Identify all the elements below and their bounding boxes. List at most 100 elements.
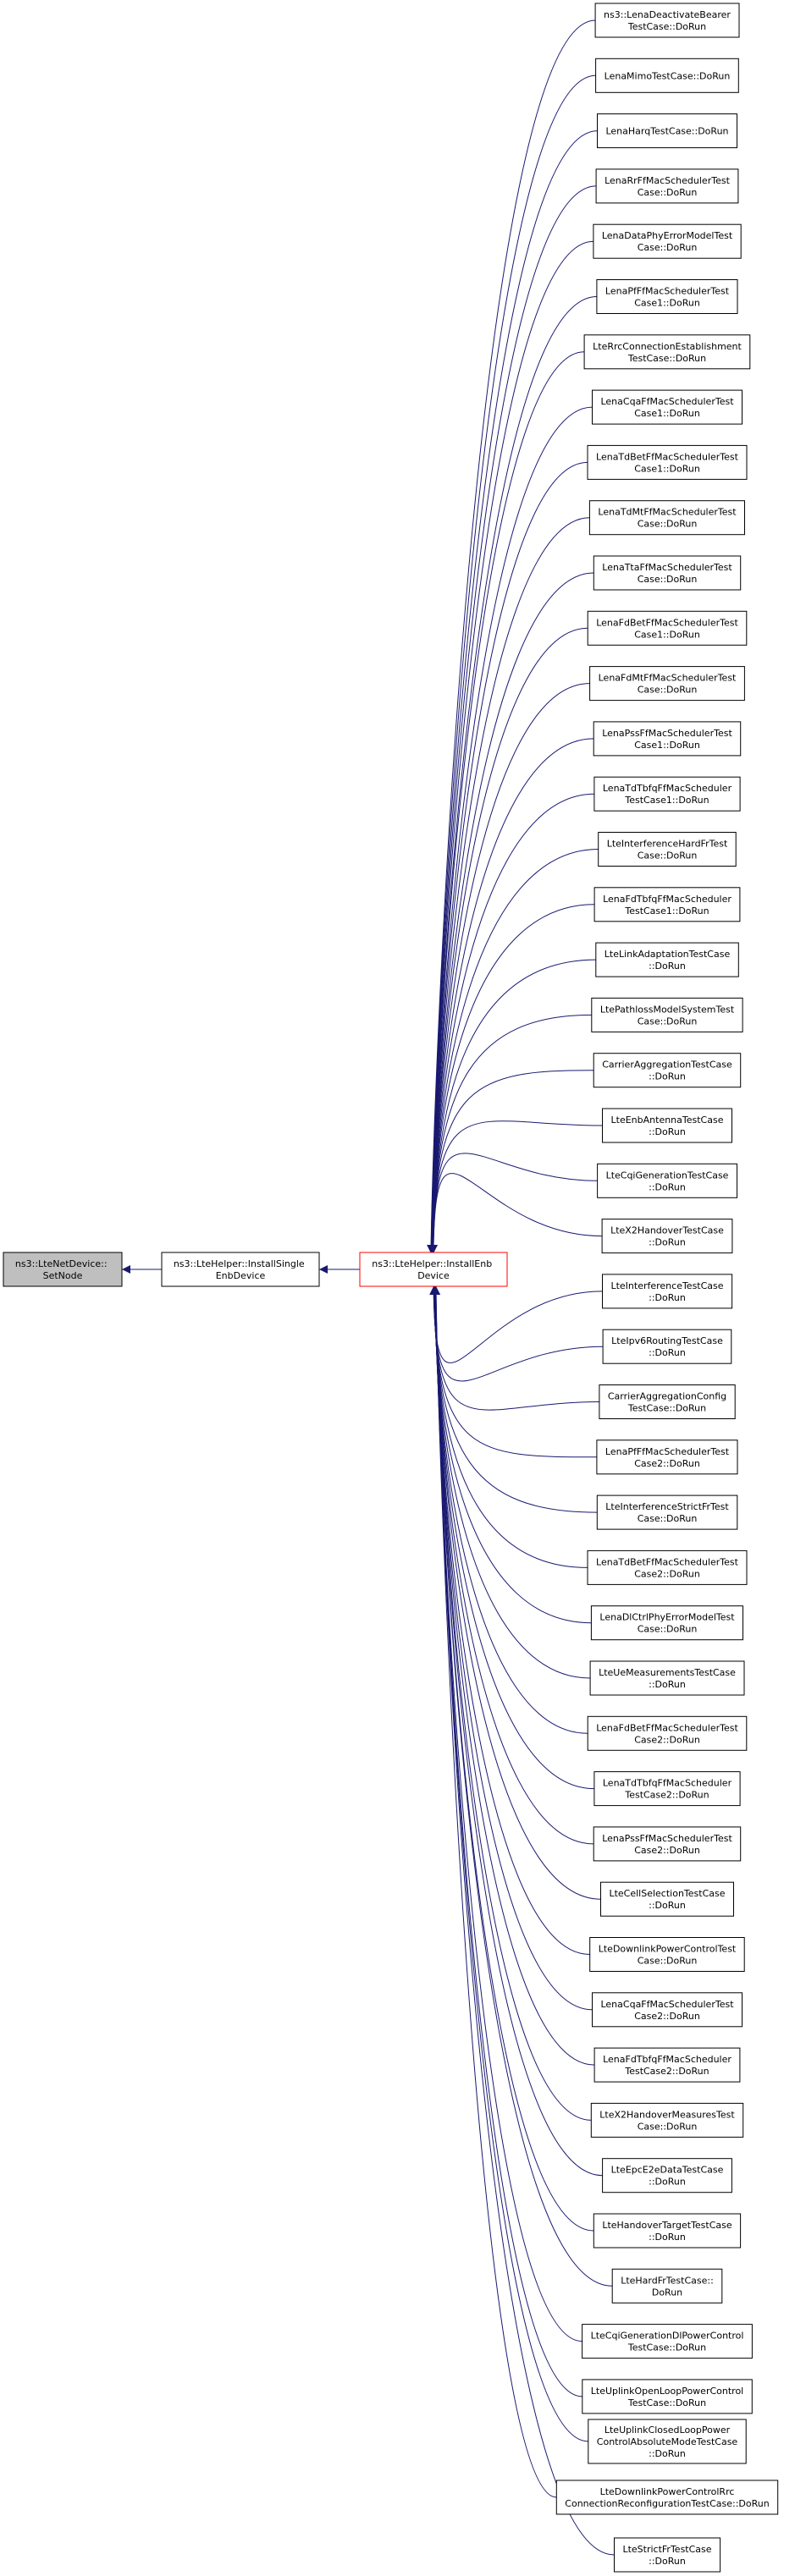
call-edge (429, 1285, 603, 1363)
caller-node-label-line: LenaFdBetFfMacSchedulerTest (596, 1722, 738, 1733)
caller-node-box (597, 113, 737, 149)
caller-node[interactable]: LteEnbAntennaTestCase::DoRun (602, 1108, 732, 1143)
caller-node[interactable]: LteIpv6RoutingTestCase::DoRun (602, 1329, 732, 1364)
caller-node-label-line: LteIpv6RoutingTestCase (611, 1335, 723, 1346)
caller-node[interactable]: LenaHarqTestCase::DoRun (597, 113, 737, 149)
caller-node-label-line: LteInterferenceHardFrTest (607, 839, 728, 850)
caller-node-label-line: Case::DoRun (638, 1624, 698, 1635)
caller-node-box (596, 279, 738, 314)
caller-node-box (595, 58, 739, 93)
caller-node-box (591, 997, 743, 1032)
caller-node-label-line: LteX2HandoverMeasuresTest (599, 2109, 735, 2120)
caller-node-label-line: LteRrcConnectionEstablishment (593, 341, 742, 352)
call-edge (429, 1285, 592, 1624)
call-edge (428, 406, 593, 1254)
caller-node-label-line: LenaFdBetFfMacSchedulerTest (596, 617, 738, 628)
caller-node-label-line: LenaFdTbfqFfMacScheduler (603, 2054, 732, 2065)
caller-node-label-line: LteCellSelectionTestCase (609, 1888, 725, 1899)
caller-node-label-line: TestCase::DoRun (627, 21, 706, 32)
caller-node-label-line: Case::DoRun (638, 2121, 698, 2132)
caller-node-label-line: ::DoRun (649, 1071, 686, 1082)
caller-node-label: LteInterferenceTestCase::DoRun (610, 1280, 723, 1303)
caller-node-label-line: Case::DoRun (638, 685, 698, 696)
install-single-enb-device-node[interactable]: ns3::LteHelper::InstallSingle EnbDevice (161, 1252, 320, 1287)
caller-node-label-line: LenaCqaFfMacSchedulerTest (600, 1999, 734, 2010)
caller-node[interactable]: LteEpcE2eDataTestCase::DoRun (602, 2158, 732, 2193)
caller-node-box (587, 610, 748, 646)
caller-node[interactable]: LteInterferenceTestCase::DoRun (602, 1274, 733, 1309)
focus-node-box (3, 1252, 123, 1287)
caller-node-label-line: LenaPssFfMacSchedulerTest (602, 728, 732, 739)
caller-node-label-line: ::DoRun (649, 960, 686, 972)
call-edge (428, 517, 590, 1254)
install-enb-label-line: Device (417, 1270, 450, 1281)
caller-node-label-line: ::DoRun (649, 2448, 686, 2459)
caller-node-box (593, 721, 742, 757)
caller-node[interactable]: LteLinkAdaptationTestCase::DoRun (595, 942, 739, 977)
caller-node-label: CarrierAggregationTestCase::DoRun (602, 1060, 732, 1082)
caller-node-box (602, 2158, 732, 2193)
caller-node-label-line: LteInterferenceStrictFrTest (605, 1501, 729, 1512)
caller-node-label-line: ConnectionReconfigurationTestCase::DoRun (565, 2498, 769, 2509)
caller-node-box (599, 1384, 736, 1419)
focus-node[interactable]: ns3::LteNetDevice:: SetNode (3, 1252, 123, 1287)
caller-node[interactable]: LteX2HandoverTestCase::DoRun (601, 1219, 733, 1254)
caller-node-label-line: Case2::DoRun (634, 1568, 700, 1579)
caller-node[interactable]: LteStrictFrTestCase::DoRun (614, 2537, 721, 2573)
caller-node-label-line: LteInterferenceTestCase (610, 1280, 723, 1291)
caller-node[interactable]: LteCellSelectionTestCase::DoRun (600, 1881, 734, 1917)
caller-node[interactable]: LteHandoverTargetTestCase::DoRun (593, 2213, 742, 2248)
caller-node-label-line: ControlAbsoluteModeTestCase (597, 2436, 738, 2447)
caller-node[interactable]: LenaMimoTestCase::DoRun (595, 58, 739, 93)
call-edge (428, 572, 594, 1254)
call-edge (428, 959, 596, 1254)
install-enb-device-node[interactable]: ns3::LteHelper::InstallEnb Device (359, 1252, 508, 1287)
caller-node-box (596, 1439, 738, 1475)
caller-node-box (593, 776, 741, 812)
caller-node-box (590, 2102, 744, 2138)
caller-node[interactable]: LteCqiGenerationTestCase::DoRun (597, 1163, 737, 1198)
caller-node-label-line: ::DoRun (649, 1900, 686, 1911)
caller-node[interactable]: LteUeMeasurementsTestCase::DoRun (589, 1660, 745, 1696)
caller-node-label: LenaHarqTestCase::DoRun (605, 126, 728, 137)
caller-node[interactable]: LteHardFrTestCase::DoRun (611, 2268, 723, 2304)
call-edge (429, 1285, 598, 1513)
caller-node[interactable]: CarrierAggregationTestCase::DoRun (593, 1053, 742, 1088)
